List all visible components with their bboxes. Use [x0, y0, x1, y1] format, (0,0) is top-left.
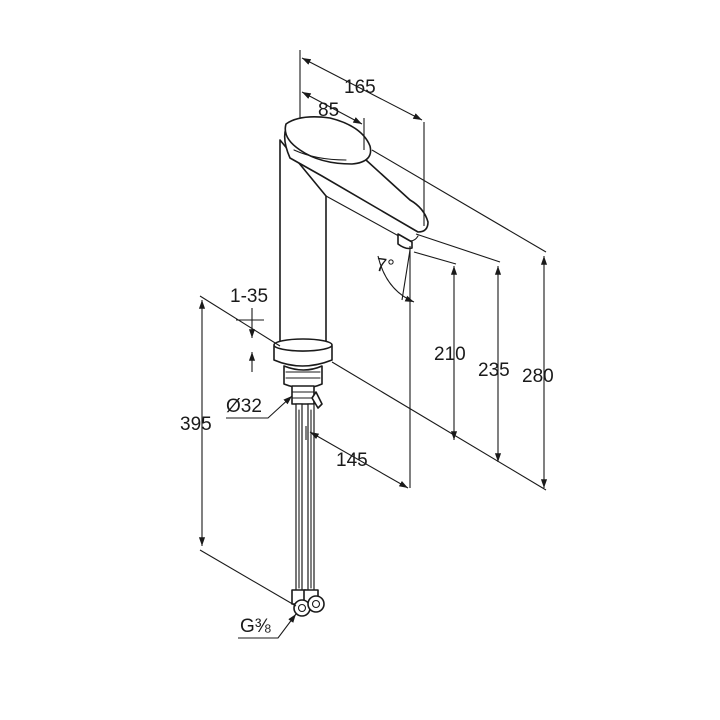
- label-395: 395: [180, 414, 212, 435]
- dim-leader-thread: [238, 613, 297, 639]
- dim-line-85: [301, 91, 363, 125]
- dimension-labels: 165 85 7° 210 235 280 1-35 Ø32 145 395 G…: [180, 77, 554, 637]
- dimension-lines: [198, 50, 548, 639]
- label-85: 85: [318, 100, 339, 121]
- label-280: 280: [522, 366, 554, 387]
- threaded-shank: [291, 385, 315, 405]
- supply-hoses: [291, 403, 325, 617]
- label-thread: G⅜: [240, 616, 271, 637]
- aerator: [397, 233, 413, 250]
- label-d32: Ø32: [226, 396, 262, 417]
- label-angle: 7°: [375, 255, 396, 278]
- dim-line-165: [301, 57, 423, 121]
- dim-leader-d32: [226, 395, 293, 419]
- hose-connectors: [291, 589, 325, 617]
- label-1-35: 1-35: [230, 286, 268, 307]
- label-210: 210: [434, 344, 466, 365]
- label-145: 145: [336, 450, 368, 471]
- faucet-body: [273, 116, 429, 409]
- label-235: 235: [478, 360, 510, 381]
- label-165: 165: [344, 77, 376, 98]
- mounting-nut: [283, 365, 323, 389]
- dim-line-145: [309, 431, 409, 489]
